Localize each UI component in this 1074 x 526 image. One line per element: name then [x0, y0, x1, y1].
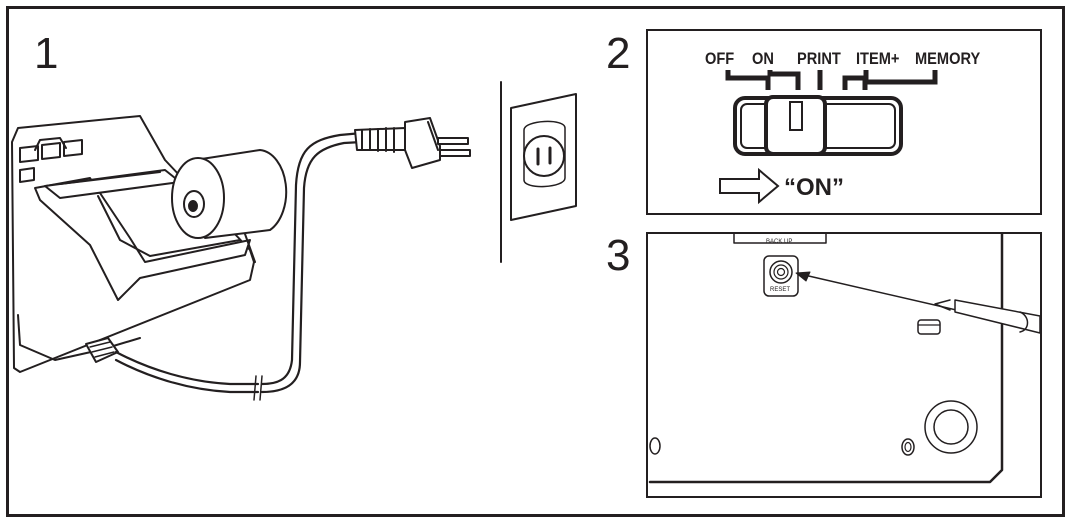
- switch-label-off: OFF: [705, 49, 735, 68]
- arrow-right-icon: [719, 167, 780, 205]
- backup-label: BACK UP: [766, 239, 793, 245]
- instruction-frame: [6, 6, 1065, 517]
- slot-icon: [917, 319, 941, 335]
- step-number: 3: [606, 231, 631, 280]
- switch-slider-knob: [764, 95, 827, 156]
- power-cord: [114, 350, 260, 386]
- on-callout: “ON”: [784, 174, 844, 201]
- step-number: 2: [606, 29, 631, 78]
- switch-label-print: PRINT: [797, 49, 841, 68]
- switch-label-memory: MEMORY: [915, 49, 981, 68]
- rubber-foot-icon: [924, 400, 978, 454]
- reset-label: RESET: [770, 287, 791, 293]
- screw-hole-icon: [649, 437, 661, 455]
- screw-hole-icon: [901, 438, 915, 456]
- switch-label-on: ON: [752, 49, 774, 68]
- reset-tool-icon: [954, 299, 1041, 334]
- paper-holder-arm: [34, 177, 251, 301]
- switch-label-item-plus: ITEM+: [856, 49, 900, 68]
- step-number: 1: [34, 29, 59, 78]
- reset-panel: [646, 232, 1042, 498]
